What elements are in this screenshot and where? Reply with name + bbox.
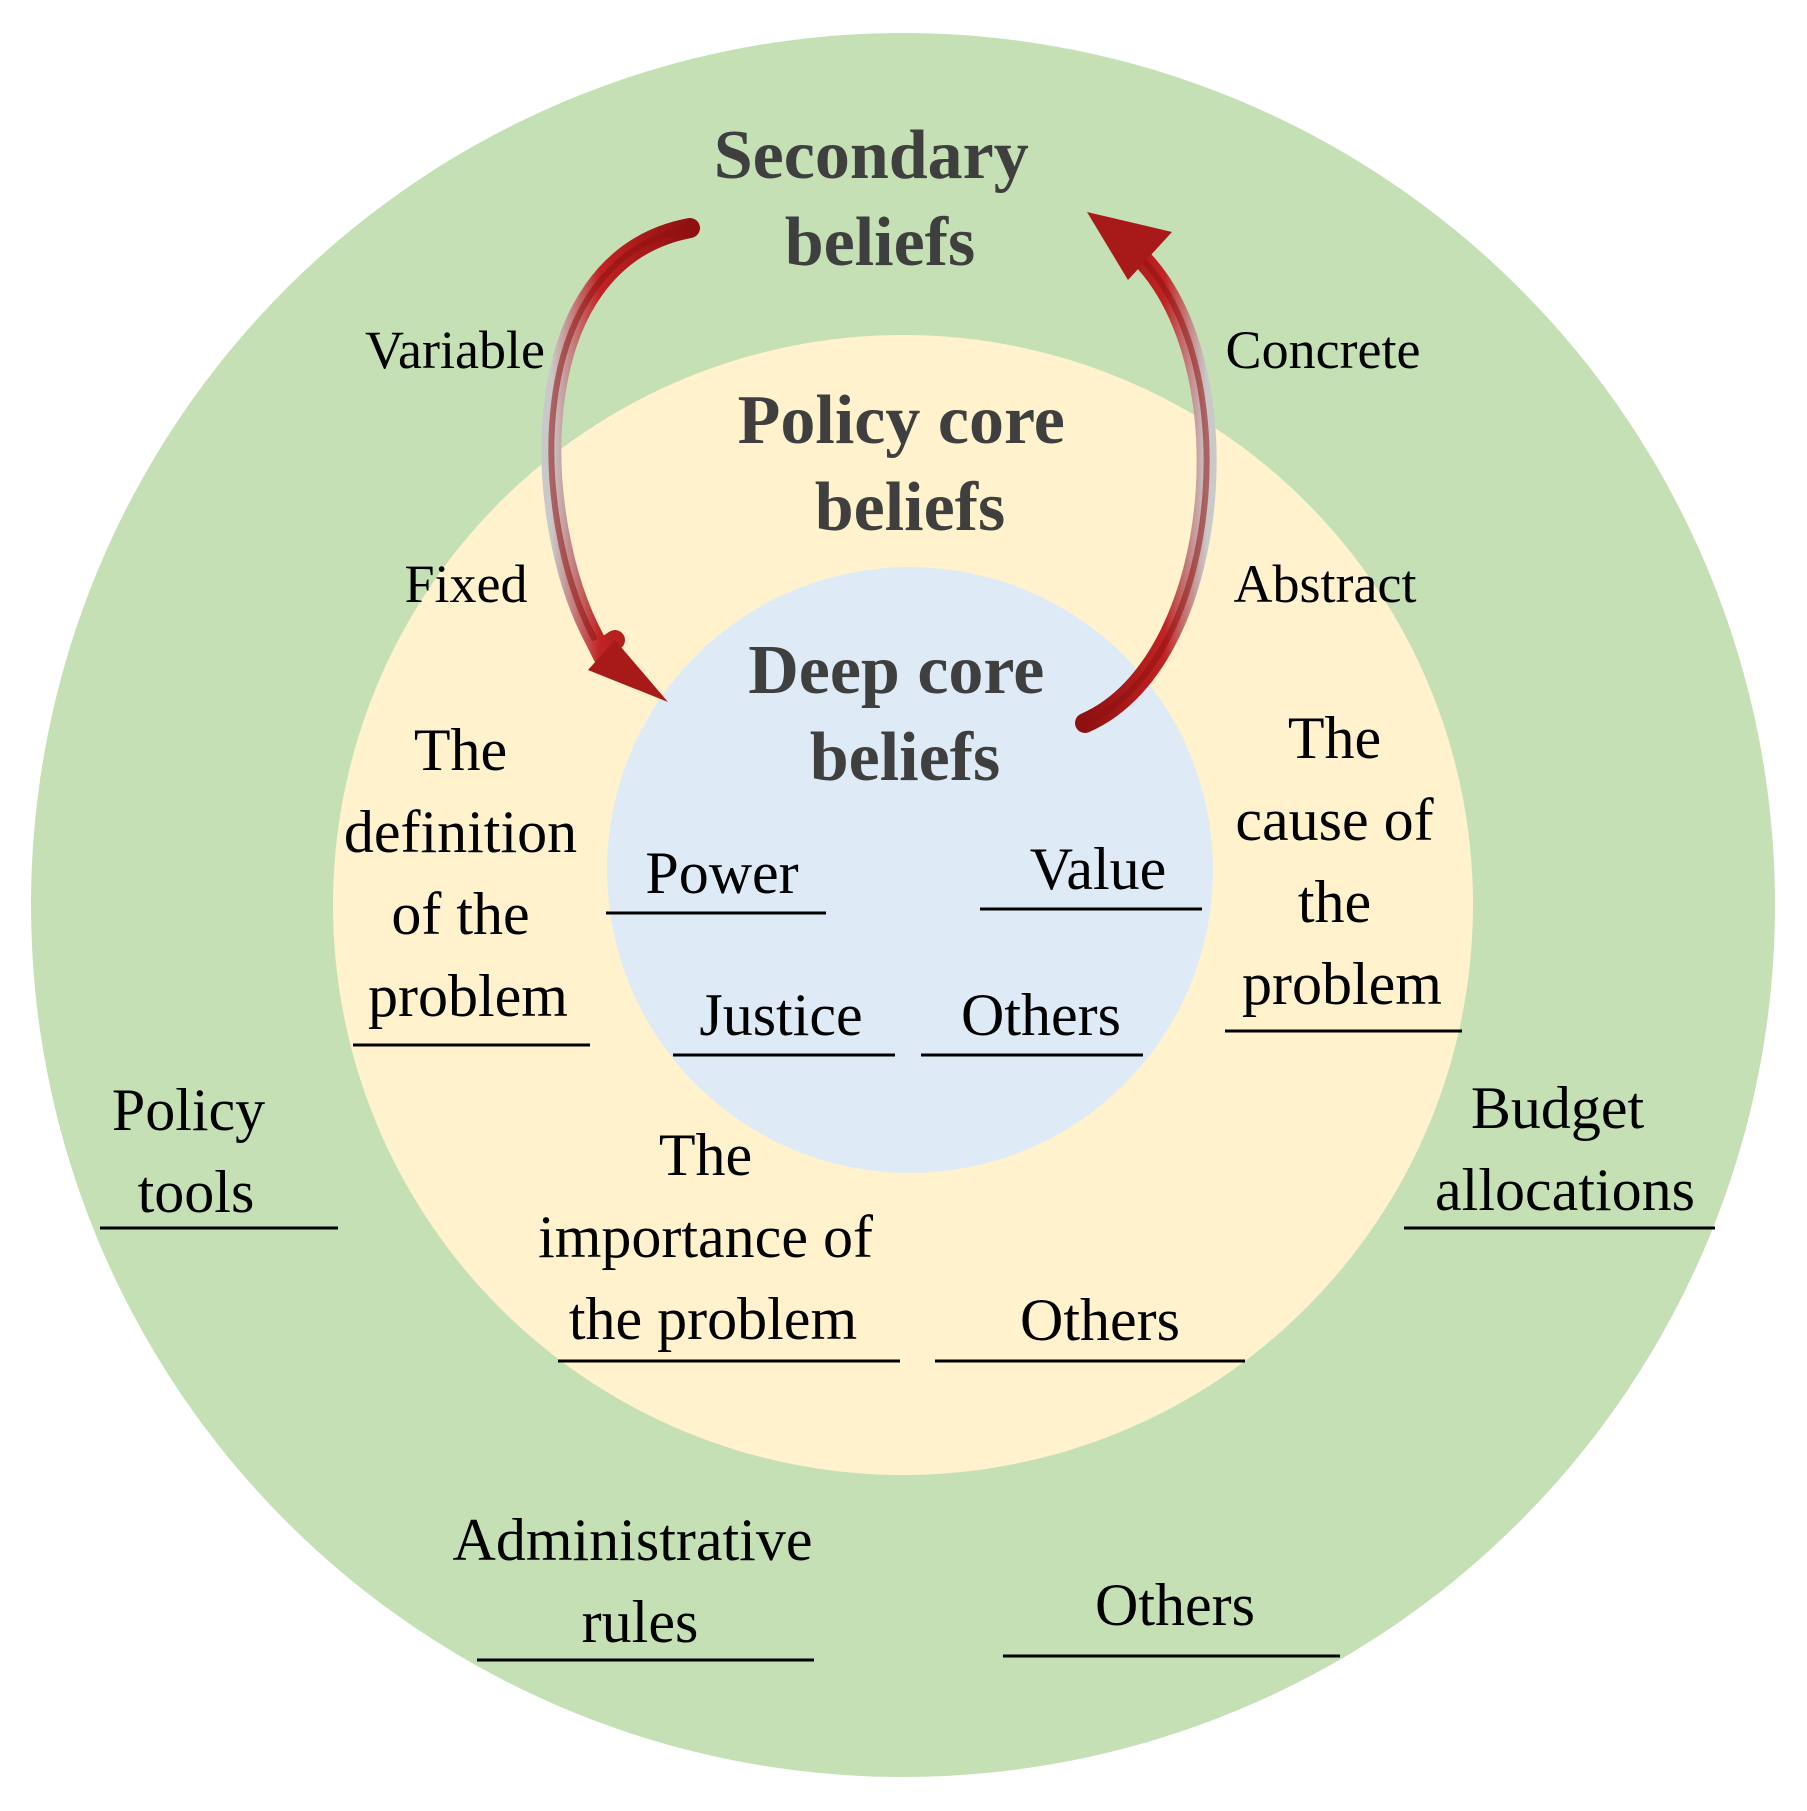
policy-core-item-definition: The definition of the problem bbox=[344, 717, 592, 1047]
svg-text:Power: Power bbox=[645, 840, 798, 906]
deep-core-item-others: Others bbox=[921, 982, 1143, 1057]
deep-core-item-value: Value bbox=[980, 836, 1202, 911]
svg-text:The definition of: The definition of the problem bbox=[344, 717, 592, 1029]
svg-text:The cause of the: The cause of the problem bbox=[1235, 705, 1448, 1017]
svg-text:Justice: Justice bbox=[699, 982, 862, 1048]
concrete-label: Concrete bbox=[1226, 320, 1421, 380]
svg-text:The importance of: The importance of the problem bbox=[538, 1122, 888, 1352]
secondary-item-others: Others bbox=[1003, 1572, 1340, 1658]
policy-core-item-others: Others bbox=[935, 1287, 1245, 1363]
fixed-label: Fixed bbox=[404, 554, 527, 614]
deep-core-title-line-1: Deep core bbox=[748, 632, 1044, 709]
variable-label: Variable bbox=[365, 320, 545, 380]
policy-core-item-cause: The cause of the problem bbox=[1225, 705, 1462, 1033]
svg-text:Others: Others bbox=[1095, 1572, 1255, 1638]
svg-text:Policy tools: Policy tools bbox=[112, 1077, 280, 1225]
deep-core-beliefs-title: Deep core beliefs bbox=[748, 632, 1062, 796]
secondary-beliefs-title: Secondary beliefs bbox=[714, 117, 1047, 281]
svg-text:Value: Value bbox=[1030, 836, 1167, 902]
secondary-item-budget-allocations: Budget allocations bbox=[1404, 1075, 1715, 1230]
deep-core-item-power: Power bbox=[606, 840, 826, 915]
secondary-title-line-2: beliefs bbox=[785, 204, 976, 281]
deep-core-beliefs-circle bbox=[607, 567, 1213, 1173]
secondary-title-line-1: Secondary bbox=[714, 117, 1029, 194]
deep-core-item-justice: Justice bbox=[673, 982, 895, 1057]
svg-text:Budget allocations: Budget allocations bbox=[1435, 1075, 1695, 1223]
policy-core-title-line-1: Policy core bbox=[738, 382, 1065, 459]
policy-core-item-importance: The importance of the problem bbox=[538, 1122, 900, 1363]
svg-text:Others: Others bbox=[1020, 1287, 1180, 1353]
secondary-item-administrative-rules: Administrative rules bbox=[453, 1507, 828, 1662]
svg-text:Others: Others bbox=[961, 982, 1121, 1048]
svg-text:Administrative rules: Administrative rules bbox=[453, 1507, 828, 1655]
secondary-item-policy-tools: Policy tools bbox=[100, 1077, 338, 1230]
deep-core-title-line-2: beliefs bbox=[810, 719, 1001, 796]
abstract-label: Abstract bbox=[1234, 554, 1417, 614]
policy-core-beliefs-title: Policy core beliefs bbox=[738, 382, 1083, 546]
right-arrow bbox=[1075, 212, 1217, 733]
left-arrow bbox=[541, 218, 700, 702]
policy-core-title-line-2: beliefs bbox=[815, 469, 1006, 546]
